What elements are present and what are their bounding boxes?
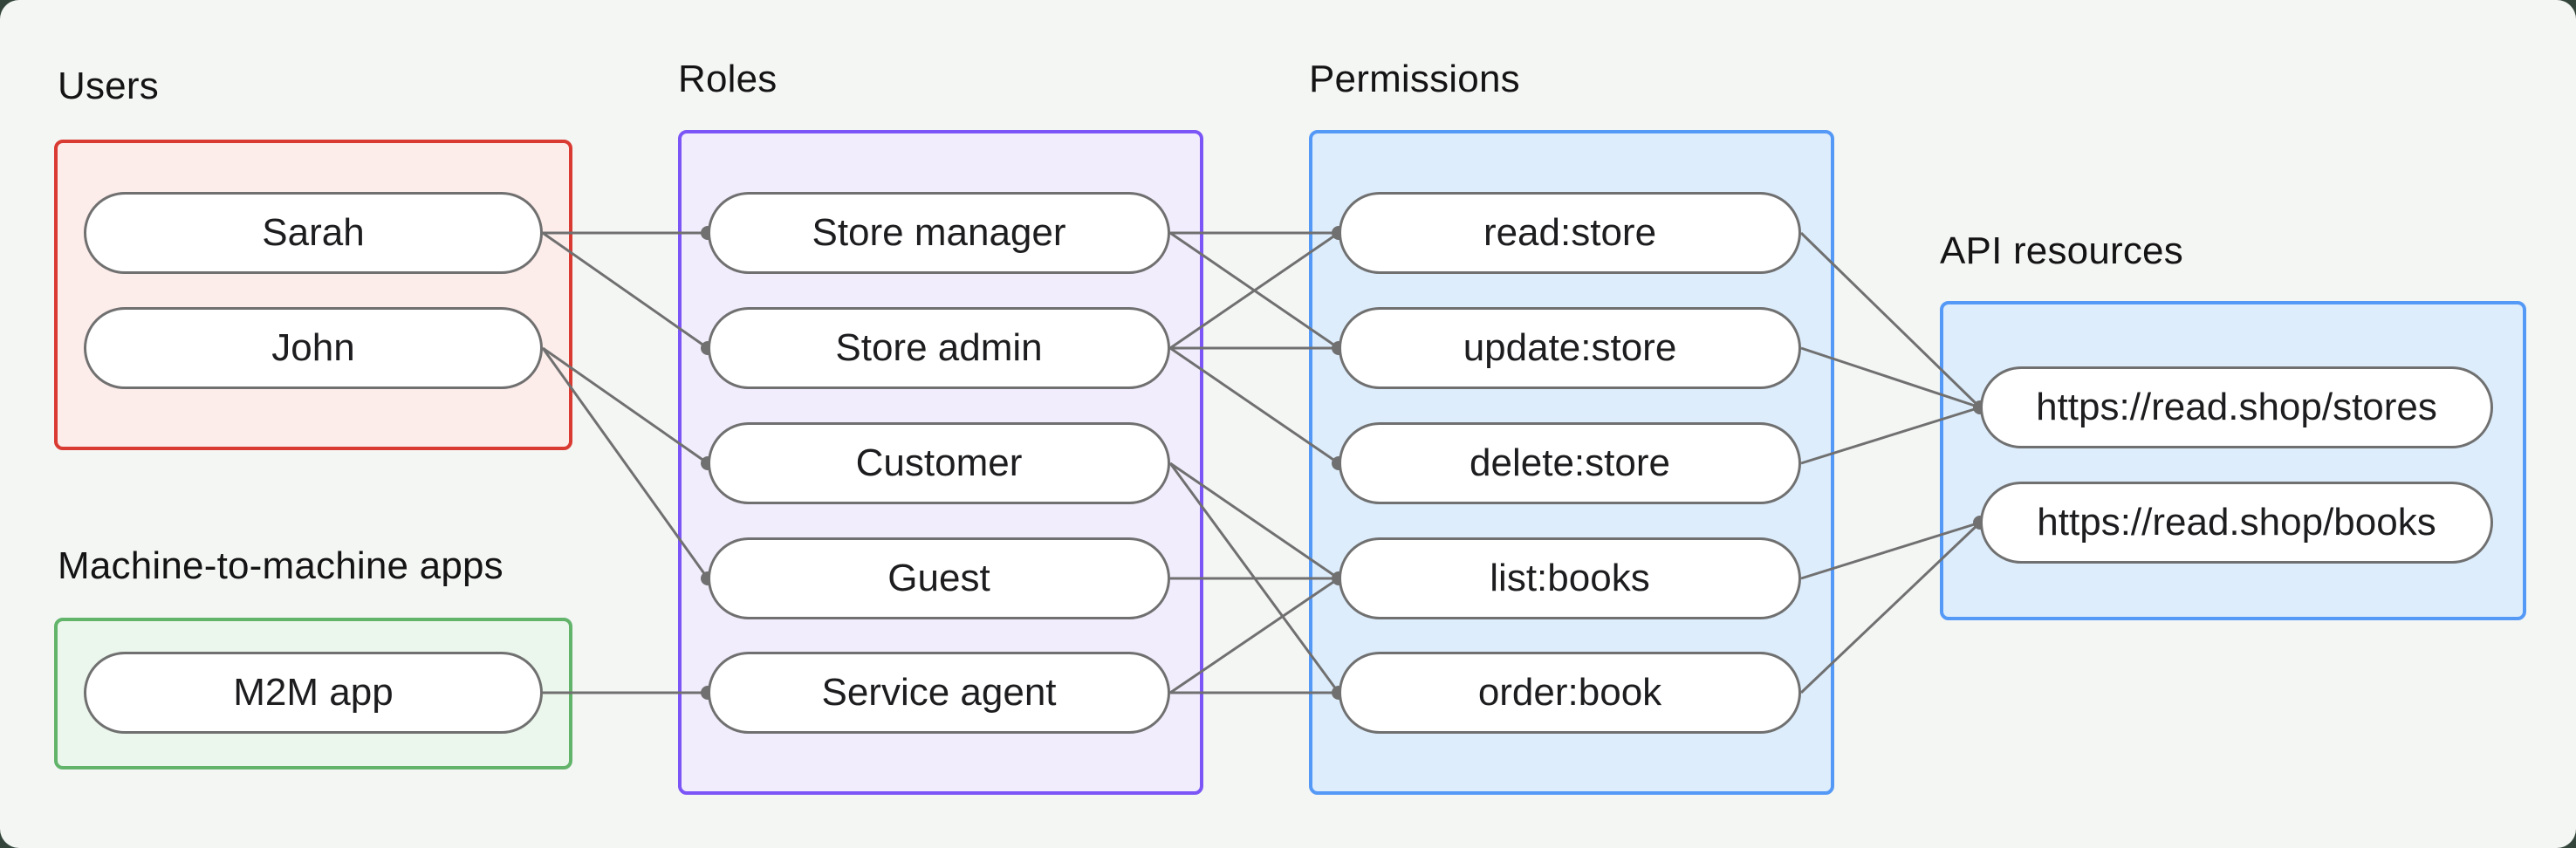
node-permission-list-books: list:books (1339, 537, 1801, 619)
m2m-group-label: Machine-to-machine apps (58, 544, 504, 587)
node-m2m-app: M2M app (84, 652, 543, 734)
users-group-label: Users (58, 65, 159, 107)
node-role-customer: Customer (708, 422, 1170, 504)
node-permission-update-store: update:store (1339, 307, 1801, 389)
api-resources-group-box (1940, 301, 2526, 620)
node-permission-read-store: read:store (1339, 192, 1801, 274)
node-role-store-manager: Store manager (708, 192, 1170, 274)
roles-group-label: Roles (678, 58, 778, 100)
api-resources-group-label: API resources (1940, 229, 2183, 272)
node-user-john: John (84, 307, 543, 389)
node-api-resource-stores: https://read.shop/stores (1980, 366, 2493, 448)
node-user-sarah: Sarah (84, 192, 543, 274)
permissions-group-label: Permissions (1309, 58, 1520, 100)
users-group-box (54, 140, 572, 450)
node-role-store-admin: Store admin (708, 307, 1170, 389)
node-api-resource-books: https://read.shop/books (1980, 482, 2493, 564)
node-role-guest: Guest (708, 537, 1170, 619)
node-permission-order-book: order:book (1339, 652, 1801, 734)
node-role-service-agent: Service agent (708, 652, 1170, 734)
node-permission-delete-store: delete:store (1339, 422, 1801, 504)
